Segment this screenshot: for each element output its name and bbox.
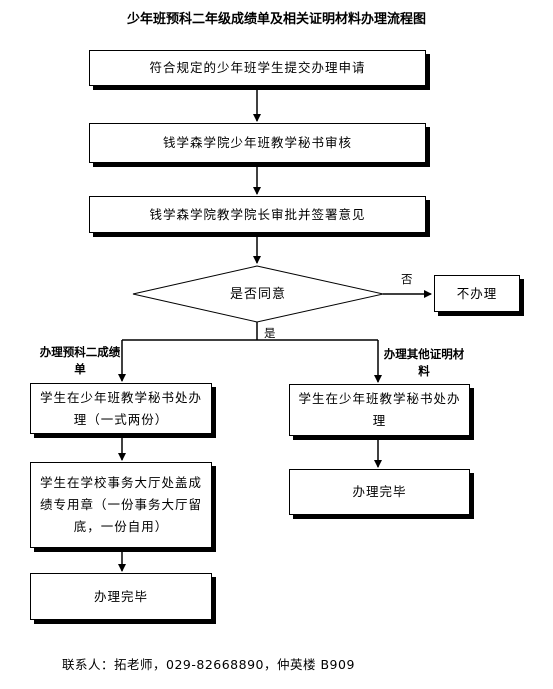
step-left-secretary: 学生在少年班教学秘书处办理（一式两份） xyxy=(30,383,212,434)
decision-text: 是否同意 xyxy=(229,287,286,302)
yes-label: 是 xyxy=(264,326,276,340)
step-right-done-text: 办理完毕 xyxy=(352,484,407,499)
step-reject: 不办理 xyxy=(434,275,520,312)
step-right-secretary-text: 学生在少年班教学秘书处办理 xyxy=(298,391,461,428)
step-secretary-review-text: 钱学森学院少年班教学秘书审核 xyxy=(162,135,352,150)
step-apply: 符合规定的少年班学生提交办理申请 xyxy=(89,50,426,86)
step-left-done-text: 办理完毕 xyxy=(93,588,148,604)
page-title: 少年班预科二年级成绩单及相关证明材料办理流程图 xyxy=(126,12,426,27)
step-apply-text: 符合规定的少年班学生提交办理申请 xyxy=(149,60,366,75)
left-branch-label: 办理预科二成绩单 xyxy=(39,345,121,376)
step-secretary-review: 钱学森学院少年班教学秘书审核 xyxy=(89,123,426,163)
step-left-done: 办理完毕 xyxy=(30,573,212,620)
step-dean-approve: 钱学森学院教学院长审批并签署意见 xyxy=(89,196,426,233)
contact-info: 联系人：拓老师，029-82668890，仲英楼 B909 xyxy=(62,657,355,672)
no-label: 否 xyxy=(401,272,413,286)
step-left-stamp: 学生在学校事务大厅处盖成绩专用章（一份事务大厅留底，一份自用） xyxy=(30,462,212,548)
step-left-secretary-text: 学生在少年班教学秘书处办理（一式两份） xyxy=(39,389,202,427)
step-dean-approve-text: 钱学森学院教学院长审批并签署意见 xyxy=(149,206,366,222)
right-branch-label: 办理其他证明材料 xyxy=(383,347,465,378)
step-right-done: 办理完毕 xyxy=(289,469,470,515)
step-left-stamp-text: 学生在学校事务大厅处盖成绩专用章（一份事务大厅留底，一份自用） xyxy=(39,475,202,534)
step-reject-text: 不办理 xyxy=(456,285,498,301)
step-right-secretary: 学生在少年班教学秘书处办理 xyxy=(289,384,470,436)
